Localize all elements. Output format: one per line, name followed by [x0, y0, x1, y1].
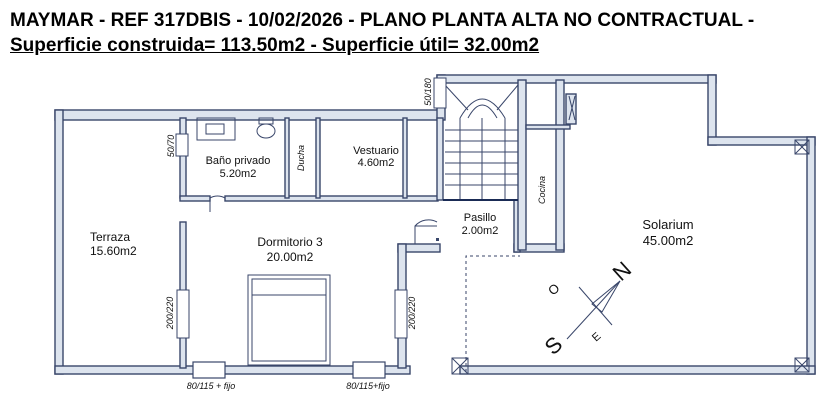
- label-window-bano: 50/70: [166, 135, 176, 158]
- wall-left: [54, 109, 64, 375]
- room-solarium-name: Solarium: [642, 217, 693, 232]
- window-bottom-left: [192, 361, 226, 379]
- room-cocina-name: Cocina: [537, 176, 547, 204]
- wall-solarium-pillar: [565, 93, 577, 125]
- window-bano: [175, 133, 189, 157]
- wall-vestuario-right: [402, 117, 408, 199]
- wall-right: [806, 136, 816, 375]
- compass: N S O E: [540, 257, 637, 360]
- opening-labels: 50/180 50/70 200/220 200/220 80/115 + fi…: [165, 78, 433, 391]
- room-bano-area: 5.20m2: [220, 168, 257, 180]
- wall-cocina-left: [517, 79, 527, 251]
- compass-east-label: E: [590, 330, 603, 344]
- wall-top-left: [54, 109, 444, 121]
- room-vestuario-name: Vestuario: [353, 145, 399, 157]
- plan-title: MAYMAR - REF 317DBIS - 10/02/2026 - PLAN…: [10, 10, 755, 31]
- bathroom-fixtures: [196, 117, 276, 141]
- toilet: [256, 123, 276, 139]
- plan-surface-summary: Superficie construida= 113.50m2 - Superf…: [10, 35, 540, 56]
- wall-bano-bottom-a: [179, 195, 211, 202]
- label-door-right: 200/220: [407, 297, 417, 331]
- window-bottom-right: [352, 361, 386, 379]
- staircase: [443, 84, 519, 201]
- solarium-boundary: [451, 95, 810, 375]
- label-door-left: 200/220: [165, 297, 175, 331]
- openings: [175, 77, 447, 379]
- label-window-stair: 50/180: [423, 78, 433, 106]
- wall-bottom: [54, 365, 411, 375]
- sink: [196, 117, 236, 141]
- wall-cocina-right: [555, 79, 565, 251]
- room-labels: Baño privado 5.20m2 Ducha Vestuario 4.60…: [90, 145, 694, 264]
- room-vestuario-area: 4.60m2: [358, 157, 395, 169]
- wall-terraza-bano: [179, 117, 187, 199]
- label-window-bottom-right: 80/115+fijo: [346, 381, 390, 391]
- wall-bottom-right: [459, 365, 816, 375]
- room-pasillo-name: Pasillo: [464, 212, 496, 224]
- room-dormitorio-area: 20.00m2: [267, 250, 314, 264]
- toilet-tank: [258, 117, 274, 125]
- outer-walls: [54, 74, 816, 375]
- label-window-bottom-left: 80/115 + fijo: [187, 381, 236, 391]
- bed: [247, 274, 331, 366]
- room-pasillo-area: 2.00m2: [462, 225, 499, 237]
- door-opening-right: [394, 289, 408, 339]
- compass-north-label: N: [608, 257, 637, 286]
- wall-top-stair: [436, 74, 717, 84]
- compass-south-label: S: [540, 331, 568, 359]
- wall-stair-lower: [436, 117, 444, 201]
- wall-cocina-shelf: [525, 124, 571, 130]
- wall-ducha-left: [284, 117, 290, 199]
- doors: [209, 195, 439, 244]
- compass-west-label: O: [545, 280, 563, 298]
- room-solarium-area: 45.00m2: [643, 233, 694, 248]
- room-ducha-name: Ducha: [296, 145, 306, 171]
- room-bano-name: Baño privado: [206, 155, 271, 167]
- sink-basin: [205, 123, 225, 135]
- window-stair: [433, 77, 447, 109]
- wall-top-right-drop: [707, 74, 717, 146]
- door-opening-left: [176, 289, 190, 339]
- wall-ducha-right: [315, 117, 321, 199]
- room-terraza-area: 15.60m2: [90, 244, 137, 258]
- interior-walls: [179, 79, 577, 369]
- room-terraza-name: Terraza: [90, 230, 130, 244]
- room-dormitorio-name: Dormitorio 3: [257, 235, 323, 249]
